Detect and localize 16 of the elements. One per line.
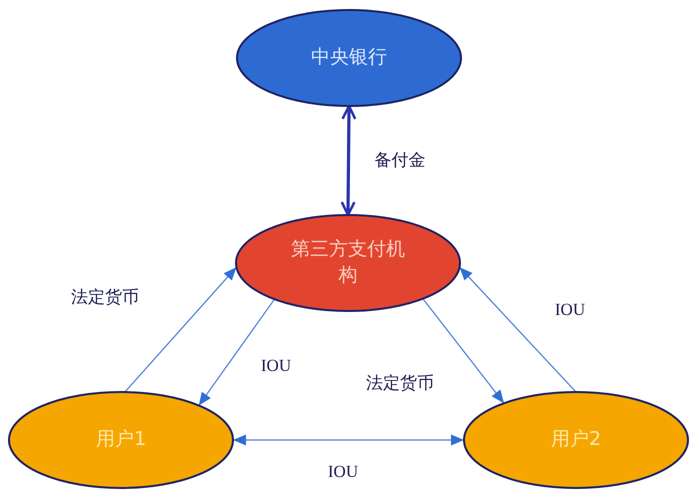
double-arrow bbox=[340, 104, 356, 216]
arrow bbox=[422, 298, 504, 404]
node-label: 中央银行 bbox=[311, 45, 387, 70]
ellipse-node bbox=[236, 9, 462, 107]
node-label: 第三方支付机构 bbox=[290, 237, 406, 288]
edge-label: 法定货币 bbox=[364, 372, 436, 394]
arrow bbox=[459, 266, 576, 392]
arrow bbox=[198, 298, 275, 406]
ellipse-node bbox=[235, 214, 461, 312]
ellipse-node bbox=[8, 391, 234, 489]
double-arrow bbox=[233, 434, 464, 446]
edge-label: 法定货币 bbox=[69, 286, 141, 308]
arrow bbox=[124, 266, 237, 392]
ellipse-node bbox=[463, 391, 689, 489]
node-label: 用户2 bbox=[550, 427, 602, 452]
node-label: 用户1 bbox=[96, 427, 146, 452]
